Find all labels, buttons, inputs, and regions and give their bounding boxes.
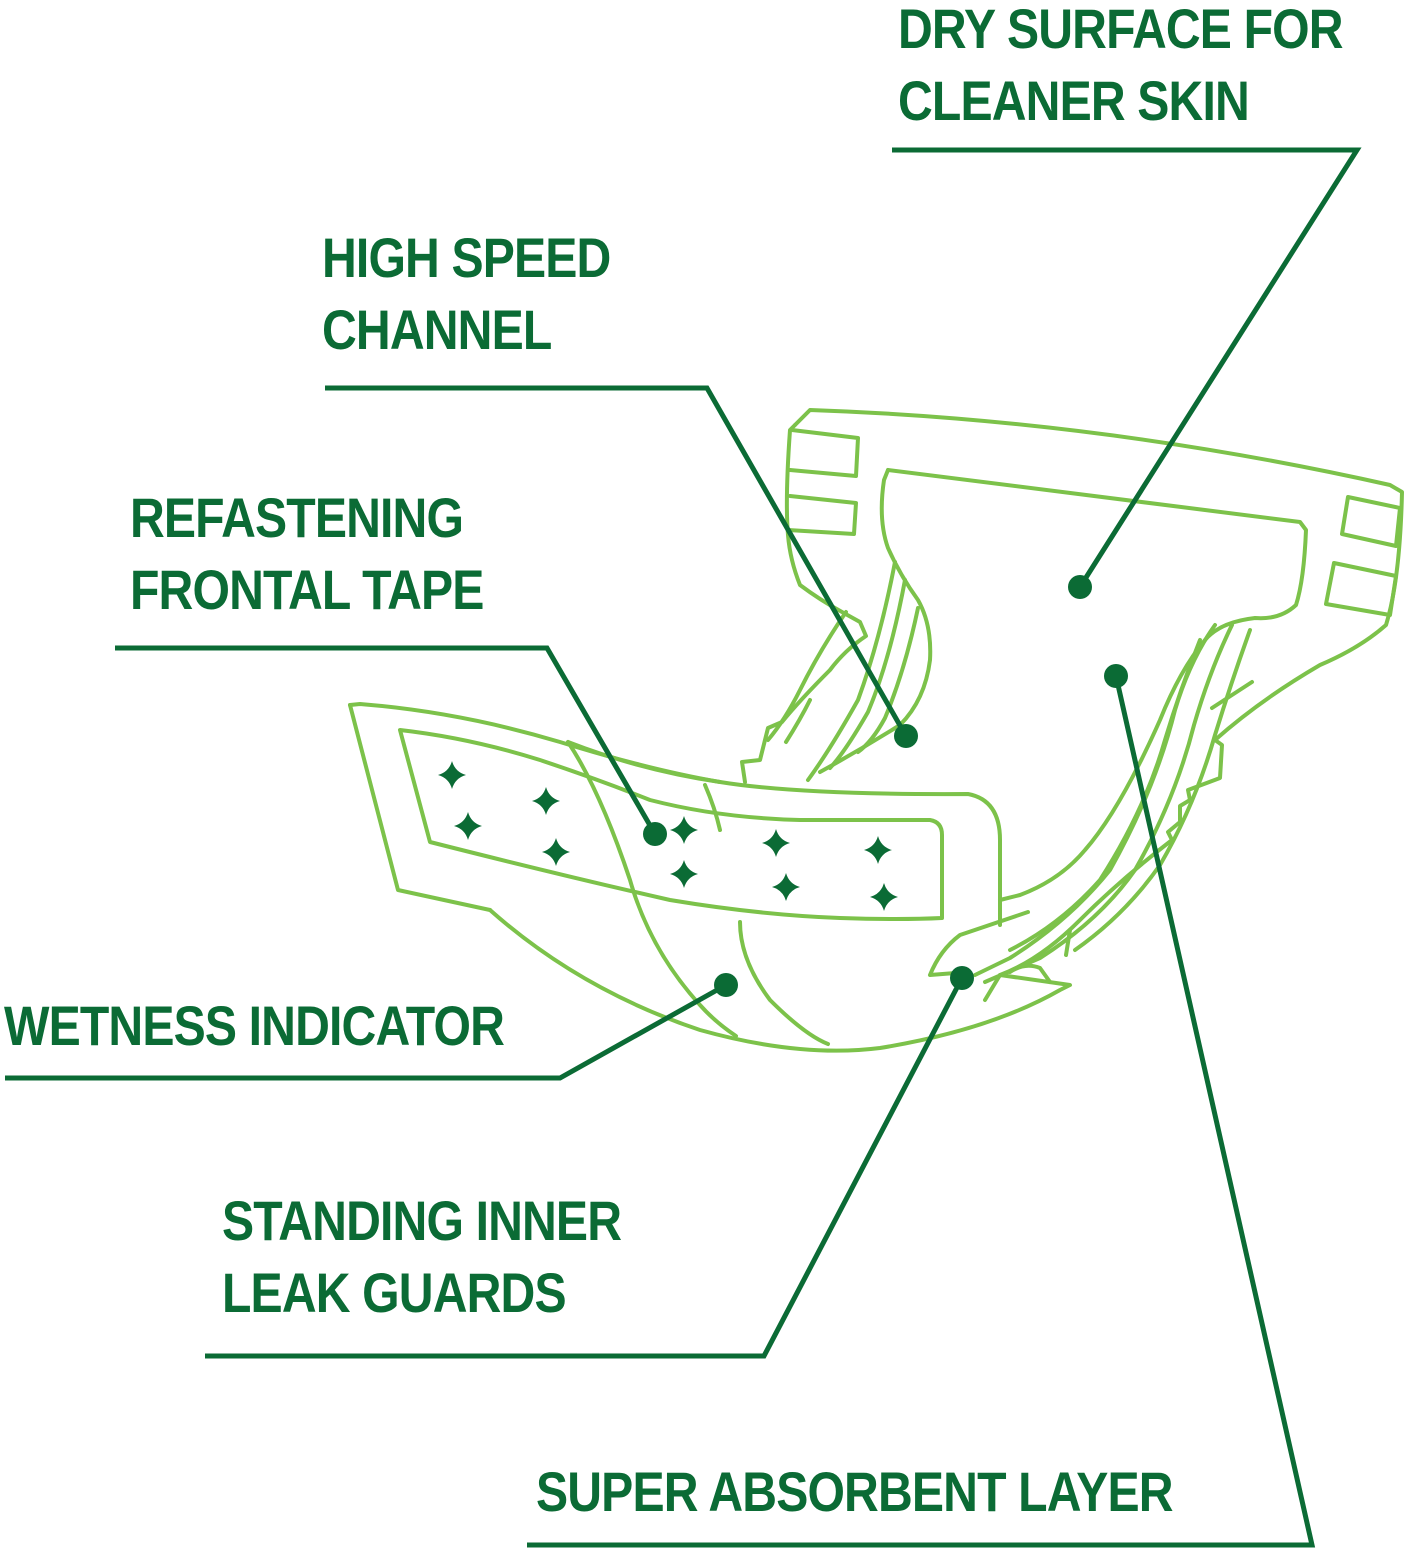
four-point-star-icon [670,816,698,844]
four-point-star-icon [454,812,482,840]
inner-top-sheet-left-curve [818,468,933,774]
leader-line-standing [205,976,965,1359]
left-leak-guard-cuff [766,610,848,742]
callout-dot-icon-super-absorbent [1104,664,1128,688]
four-point-star-icon [542,838,570,866]
leader-line-super-absorbent [527,675,1316,1548]
four-point-star-icon [772,873,800,901]
right-leg-cuff-flap [928,910,1030,977]
frontal-tape-inner [398,728,944,921]
callout-dot-icon-dry-surface [1068,575,1092,599]
callout-dry-surface-line1: DRY SURFACE FOR [898,0,1344,60]
leader-line-high-speed [325,385,909,738]
four-point-star-icon [870,883,898,911]
callout-standing-line2: LEAK GUARDS [222,1261,567,1324]
front-waistband [566,740,1002,927]
callout-refastening: REFASTENING FRONTAL TAPE [130,482,484,626]
left-leak-guard-strip-1 [806,560,897,782]
callout-high-speed: HIGH SPEED CHANNEL [322,222,611,366]
callout-super-absorbent-line1: SUPER ABSORBENT LAYER [536,1460,1174,1523]
callout-dots [643,575,1128,997]
left-leak-guard-strip-3 [856,606,920,754]
front-panel-inner-curve-2 [703,783,722,832]
four-point-star-icon [532,787,560,815]
callout-wetness-line1: WETNESS INDICATOR [4,994,505,1057]
four-point-star-icon [762,829,790,857]
four-point-star-icon [438,761,466,789]
callout-standing-line1: STANDING INNER [222,1189,622,1252]
leader-line-wetness [5,982,728,1081]
callout-dot-icon-standing [950,966,974,990]
callout-high-speed-line2: CHANNEL [322,298,552,361]
callout-refastening-line2: FRONTAL TAPE [130,558,484,621]
back-left-tab-upper [788,428,860,478]
callout-high-speed-line1: HIGH SPEED [322,226,611,289]
front-panel-body [488,908,1072,1053]
leader-line-dry-surface [892,147,1362,589]
callout-wetness: WETNESS INDICATOR [4,990,505,1062]
four-point-star-icon [670,860,698,888]
right-leg-cuff-flap-2 [1210,680,1254,710]
callout-dot-icon-high-speed [894,724,918,748]
callout-dot-icon-refastening [643,822,667,846]
right-leg-cuff-line [1064,928,1072,957]
front-panel-inner-curve [566,740,738,1038]
callout-dry-surface-line2: CLEANER SKIN [898,69,1250,132]
front-panel-inner-curve-3 [738,920,830,1046]
callout-dry-surface: DRY SURFACE FOR CLEANER SKIN [898,0,1344,137]
back-right-tab-lower [1324,561,1398,617]
diaper-back-shell [793,408,1404,1002]
callout-dot-icon-wetness [714,973,738,997]
right-leg-cuff-flap-3 [1008,963,1052,984]
four-point-star-icon [864,836,892,864]
callout-standing: STANDING INNER LEAK GUARDS [222,1185,622,1329]
diaper-outline-icon [348,408,1404,1053]
frontal-tape-outer [348,702,722,784]
right-leak-guard-strip-4 [1008,638,1202,952]
back-left-tab-lower [786,494,858,536]
sparkle-group [438,761,898,911]
back-right-tab-upper [1340,495,1402,548]
right-leak-guard-strip-3 [1073,628,1252,952]
inner-top-sheet [886,468,1308,902]
leader-line-refastening [115,645,658,836]
left-leak-guard-cuff-2 [784,698,812,744]
callout-leader-lines [5,147,1362,1548]
left-leak-guard-strip-2 [828,578,907,770]
callout-super-absorbent: SUPER ABSORBENT LAYER [536,1456,1174,1528]
frontal-tape-outer-bottom [348,703,492,912]
right-leak-guard-strip-2 [983,623,1234,984]
callout-refastening-line1: REFASTENING [130,486,464,549]
